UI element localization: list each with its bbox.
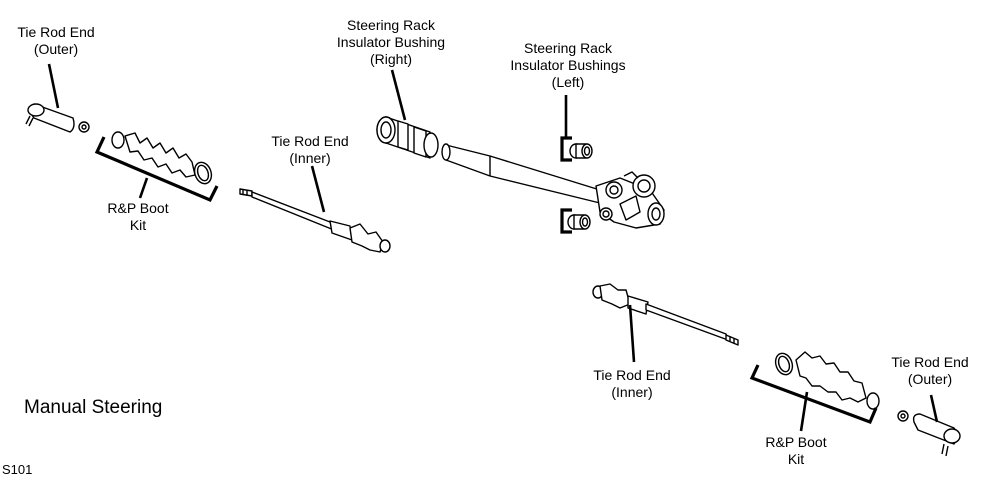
label-insulator-bushing-right: Steering Rack Insulator Bushing (Right) [336,17,446,67]
insulator-bushings-left [567,143,593,230]
leader-tie-rod-inner-right [628,304,636,363]
label-tie-rod-end-inner-left: Tie Rod End (Inner) [271,133,349,166]
label-rp-boot-kit-right: R&P Boot Kit [765,434,827,467]
steering-rack-housing [441,143,665,229]
label-tie-rod-end-outer-left: Tie Rod End (Outer) [17,24,95,57]
rp-boot-kit-left [111,131,213,185]
bracket-bushings-left-bottom [560,208,572,234]
diagram-title: Manual Steering [24,397,163,418]
leader-boot-kit-left [138,177,149,199]
figure-id: S101 [2,462,33,477]
label-rp-boot-kit-left: R&P Boot Kit [107,200,169,233]
label-tie-rod-end-outer-right: Tie Rod End (Outer) [891,354,969,387]
leader-bushing-right [390,69,407,121]
bracket-boot-kit-left [94,136,219,203]
tie-rod-end-inner-left [239,188,391,253]
insulator-bushing-right [376,116,439,159]
leader-tie-rod-inner-left [310,165,326,213]
tie-rod-end-outer-right [897,410,961,457]
tie-rod-end-outer-left [25,103,90,133]
bracket-boot-kit-right [749,364,878,425]
tie-rod-end-inner-right [592,283,739,346]
label-tie-rod-end-inner-right: Tie Rod End (Inner) [593,367,671,400]
leader-boot-kit-right [799,391,809,432]
leader-tie-rod-outer-left [47,63,60,109]
rp-boot-kit-right [774,351,880,410]
label-insulator-bushings-left: Steering Rack Insulator Bushings (Left) [510,40,626,90]
leader-tie-rod-outer-right [929,394,939,423]
